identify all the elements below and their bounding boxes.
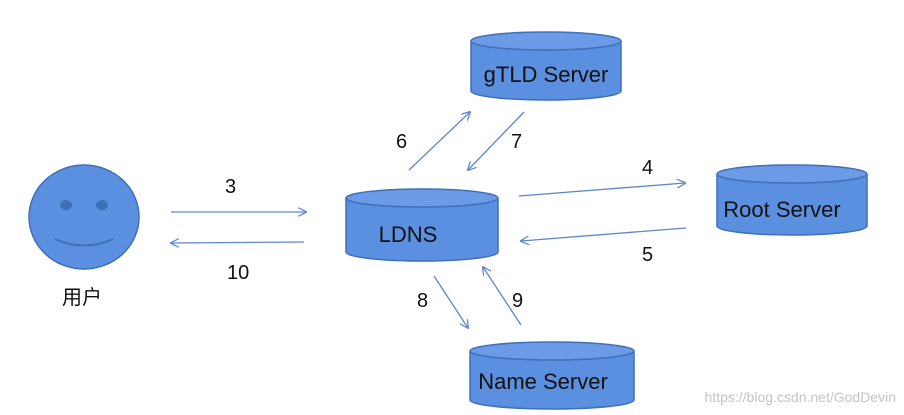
step-label-8: 8 (417, 290, 428, 312)
step-label-7: 7 (511, 131, 522, 153)
root-server-label: Root Server (723, 197, 840, 222)
gtld-server-node: gTLD Server (470, 31, 622, 101)
arrow-9 (483, 267, 522, 326)
step-label-9: 9 (512, 290, 523, 312)
arrow-8 (433, 275, 468, 328)
root-server-node: Root Server (716, 164, 868, 236)
ldns-label: LDNS (379, 222, 438, 247)
watermark-text: https://blog.csdn.net/GodDevin (705, 389, 896, 405)
step-label-6: 6 (396, 131, 407, 153)
arrows (171, 112, 686, 328)
step-label-4: 4 (642, 157, 653, 179)
name-server-node: Name Server (469, 341, 635, 410)
step-label-3: 3 (225, 176, 236, 198)
user-node: 用户 (28, 164, 140, 309)
arrow-4 (518, 183, 685, 197)
arrow-6 (408, 112, 470, 171)
step-label-5: 5 (642, 244, 653, 266)
smiley-face-icon (28, 164, 140, 270)
arrow-10 (171, 242, 305, 243)
step-label-10: 10 (227, 262, 249, 284)
name-server-label: Name Server (478, 369, 608, 394)
gtld-server-label: gTLD Server (484, 62, 609, 87)
ldns-node: LDNS (345, 188, 499, 262)
arrow-7 (468, 111, 525, 170)
user-label: 用户 (62, 285, 102, 309)
arrow-5 (521, 227, 687, 241)
